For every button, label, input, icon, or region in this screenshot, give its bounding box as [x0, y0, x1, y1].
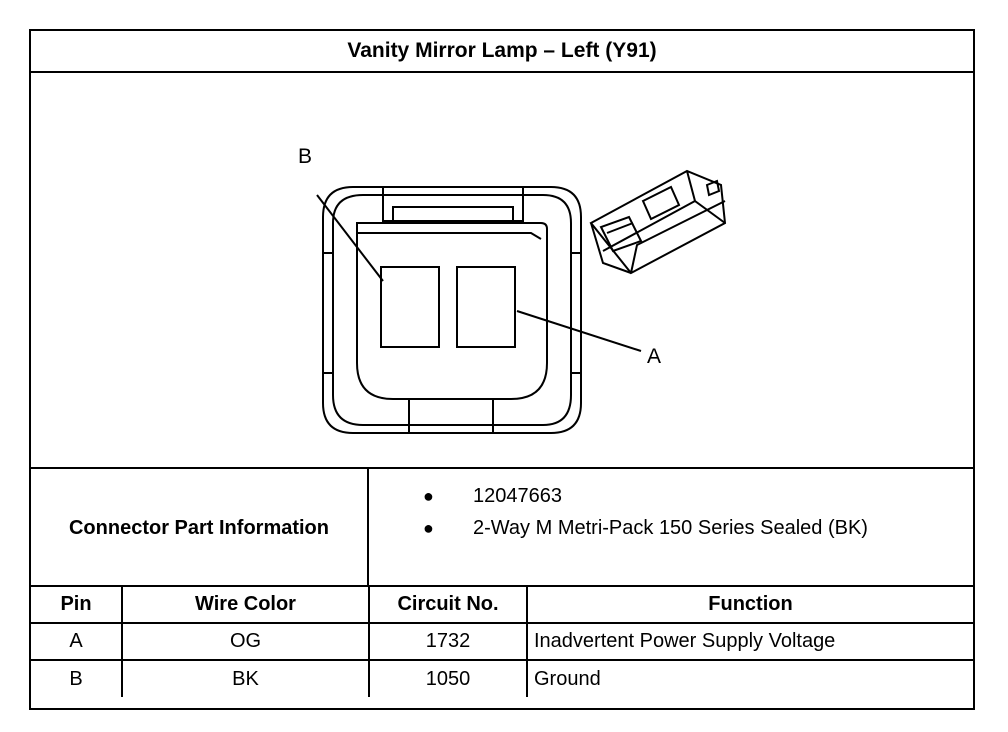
pin-table: Pin Wire Color Circuit No. Function A OG… — [31, 585, 973, 697]
cell-function: Inadvertent Power Supply Voltage — [526, 622, 973, 661]
bullet-icon: ● — [423, 485, 434, 506]
connector-drawing: B A — [31, 73, 973, 469]
header-pin: Pin — [31, 585, 123, 624]
list-item: ● 12047663 — [369, 481, 973, 511]
mating-connector-icon — [589, 169, 727, 275]
terminal-a — [456, 266, 516, 348]
connector-face-svg — [316, 169, 727, 434]
terminal-label-b: B — [298, 145, 313, 168]
side-right — [571, 252, 581, 374]
cell-wire-color: BK — [121, 659, 370, 697]
key-bottom — [408, 399, 494, 433]
side-left — [323, 252, 333, 374]
terminal-b — [380, 266, 440, 348]
header-circuit-no: Circuit No. — [368, 585, 528, 624]
housing-seal — [332, 194, 572, 426]
leader-b — [316, 194, 384, 282]
connector-sheet: Vanity Mirror Lamp – Left (Y91) — [29, 29, 975, 710]
cell-pin: B — [31, 659, 123, 697]
list-item: ● 2-Way M Metri-Pack 150 Series Sealed (… — [369, 513, 973, 543]
leader-a — [516, 310, 642, 352]
connector-description: 2-Way M Metri-Pack 150 Series Sealed (BK… — [473, 516, 868, 539]
table-row: A OG 1732 Inadvertent Power Supply Volta… — [31, 622, 973, 661]
cell-circuit-no: 1732 — [368, 622, 528, 661]
header-function: Function — [526, 585, 973, 624]
table-row: B BK 1050 Ground — [31, 659, 973, 697]
sheet-title: Vanity Mirror Lamp – Left (Y91) — [31, 31, 973, 73]
terminal-label-a: A — [647, 345, 662, 368]
bullet-icon: ● — [423, 517, 434, 538]
part-number: 12047663 — [473, 484, 562, 507]
latch-top-inner — [392, 206, 514, 221]
cell-function: Ground — [526, 659, 973, 697]
latch-top — [382, 187, 524, 222]
cell-circuit-no: 1050 — [368, 659, 528, 697]
cavity — [356, 222, 548, 400]
cell-pin: A — [31, 622, 123, 661]
connector-part-info-list: ● 12047663 ● 2-Way M Metri-Pack 150 Seri… — [369, 467, 973, 587]
connector-part-info-label: Connector Part Information — [31, 467, 369, 587]
header-wire-color: Wire Color — [121, 585, 370, 624]
cavity-step — [356, 223, 542, 240]
cell-wire-color: OG — [121, 622, 370, 661]
table-header-row: Pin Wire Color Circuit No. Function — [31, 585, 973, 624]
